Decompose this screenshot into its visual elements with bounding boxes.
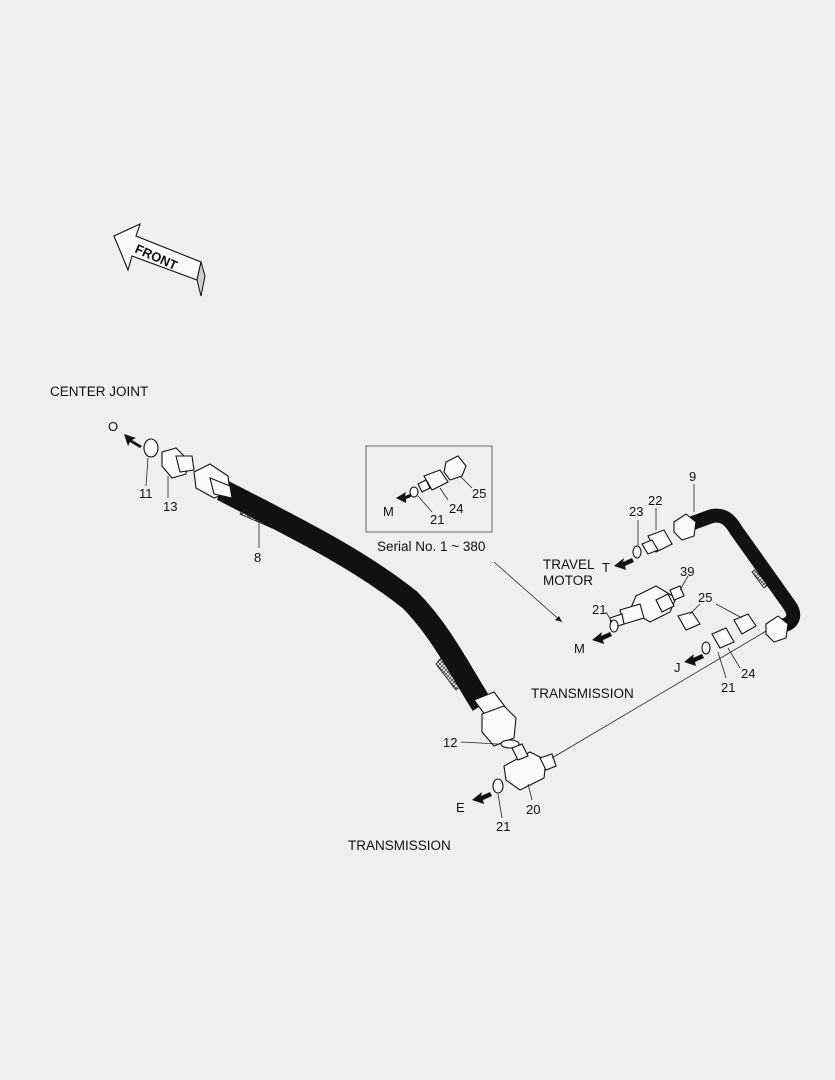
callout-24-inset: 24 [449,501,463,516]
serial-pointer-line [493,561,563,623]
port-o: O [108,419,118,434]
travel-motor-title-line2: MOTOR [543,573,593,588]
serial-inset-box: M 21 24 25 [365,445,493,533]
transmission-lower-title: TRANSMISSION [348,838,451,853]
callout-12: 12 [443,735,457,750]
transmission-upper-title: TRANSMISSION [531,686,634,701]
callout-11: 11 [139,486,153,501]
callout-21-m: 21 [592,602,606,617]
port-e: E [456,800,465,815]
callout-23: 23 [629,504,643,519]
serial-note: Serial No. 1 ~ 380 [377,539,485,554]
hose-9 [687,508,801,633]
front-arrow-icon: FRONT [113,222,206,297]
port-t: T [602,560,610,575]
callout-8: 8 [254,550,261,565]
port-m-inset: M [383,504,394,519]
callout-13: 13 [163,499,177,514]
callout-24: 24 [741,666,755,681]
center-joint-title: CENTER JOINT [50,384,148,399]
callout-25-inset: 25 [472,486,486,501]
port-m: M [574,641,585,656]
callout-22: 22 [648,493,662,508]
main-hose [216,480,492,711]
callout-21-e: 21 [496,819,510,834]
callout-9: 9 [689,469,696,484]
port-j: J [674,660,681,675]
callout-20: 20 [526,802,540,817]
travel-motor-title-line1: TRAVEL [543,557,595,572]
callout-21-inset: 21 [430,512,444,527]
callout-21-j: 21 [721,680,735,695]
callout-39: 39 [680,564,694,579]
callout-25: 25 [698,590,712,605]
